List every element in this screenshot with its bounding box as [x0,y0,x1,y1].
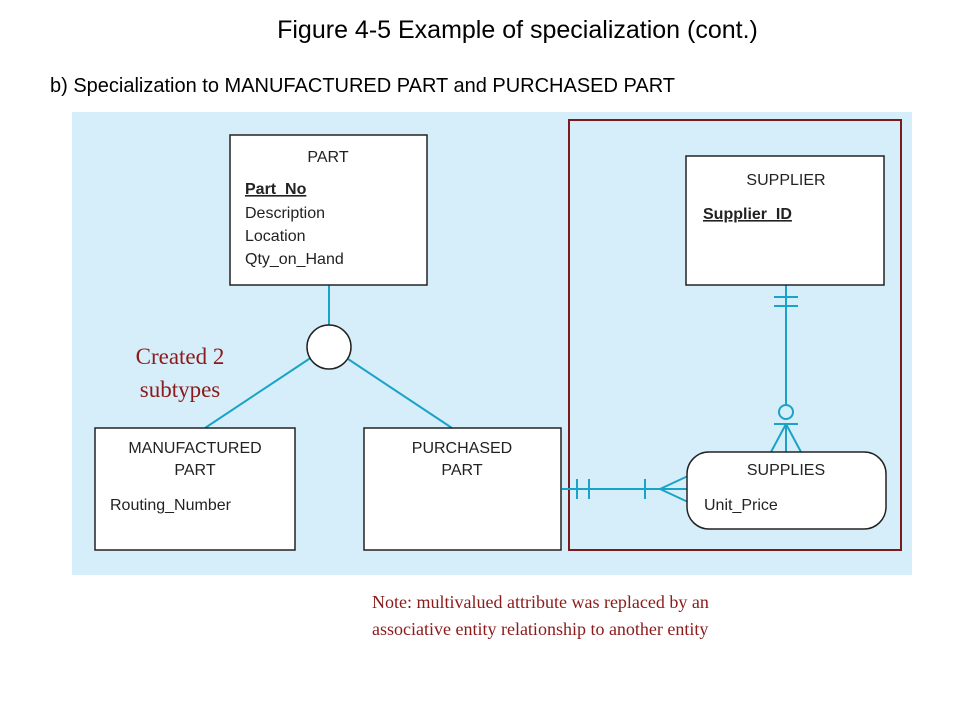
created-line-2: subtypes [139,377,221,402]
part-attr-qty: Qty_on_Hand [245,251,344,268]
manufactured-attr-routing: Routing_Number [110,497,232,514]
subtype-circle [306,324,352,370]
crowfoot-right [785,423,802,453]
supplier-key: Supplier_ID [703,206,792,223]
crowfoot-top [659,475,689,490]
note-line-2: associative entity relationship to anoth… [372,619,709,639]
part-name: PART [307,149,348,166]
purchased-part-entity: PURCHASED PART [363,427,562,551]
crowfoot-bottom [659,488,689,503]
note-annotation: Note: multivalued attribute was replaced… [372,589,709,643]
supplier-highlight-box [568,119,902,551]
supplies-attr-unit-price: Unit_Price [704,497,778,514]
supplier-name: SUPPLIER [746,172,825,189]
manufactured-name-2: PART [174,462,215,479]
created-line-1: Created 2 [135,344,225,369]
purchased-name-1: PURCHASED [412,440,512,457]
figure-subtitle: b) Specialization to MANUFACTURED PART a… [50,75,676,97]
part-attr-description: Description [245,205,325,222]
manufactured-part-entity: MANUFACTURED PART Routing_Number [94,427,296,551]
crowfoot-left [770,423,787,453]
supplies-name: SUPPLIES [747,462,825,479]
part-attr-location: Location [245,228,306,245]
figure-title: Figure 4-5 Example of specialization (co… [277,16,758,44]
note-line-1: Note: multivalued attribute was replaced… [372,592,709,612]
part-entity: PART Part_No Description Location Qty_on… [229,134,428,286]
circle-to-purchased-line [344,356,453,429]
optional-circle [778,404,794,420]
supplier-entity: SUPPLIER Supplier_ID [685,155,885,286]
purchased-name-2: PART [441,462,482,479]
created-subtypes-annotation: Created 2 subtypes [100,340,260,406]
supplies-entity: SUPPLIES Unit_Price [686,451,887,530]
circle-to-manufactured-line [204,356,313,429]
part-key: Part_No [245,181,307,198]
manufactured-name-1: MANUFACTURED [128,440,261,457]
